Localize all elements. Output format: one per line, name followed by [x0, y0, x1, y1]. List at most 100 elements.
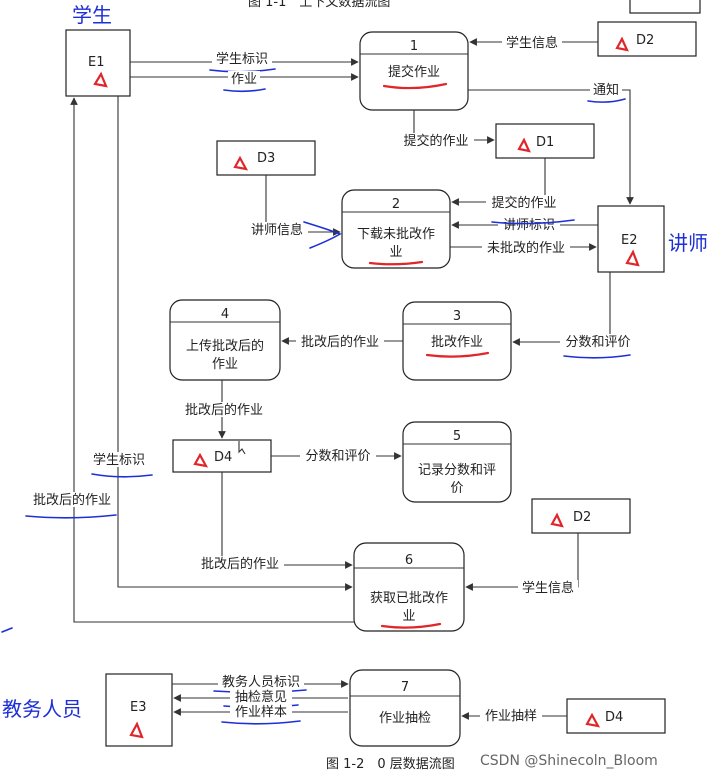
flow-label-e1-p1-homework: 作业 — [228, 71, 260, 87]
svg-text:未批改的作业: 未批改的作业 — [487, 240, 565, 256]
svg-text:作业样本: 作业样本 — [235, 705, 287, 720]
top-caption: 图 1-1 上下文数据流图 — [248, 0, 390, 10]
svg-text:D2: D2 — [573, 510, 591, 525]
flow-label-p2-e2: 未批改的作业 — [482, 240, 570, 256]
svg-text:D1: D1 — [536, 135, 554, 150]
svg-text:价: 价 — [450, 481, 463, 496]
handwritten-label-admin-staff: 教务人员 — [2, 697, 82, 721]
svg-text:讲师标识: 讲师标识 — [503, 218, 555, 233]
svg-text:1: 1 — [410, 39, 418, 54]
flow-label-p7-e3-sample: 作业样本 — [230, 705, 292, 720]
svg-text:分数和评价: 分数和评价 — [565, 335, 630, 350]
svg-text:E3: E3 — [130, 700, 147, 715]
flow-label-e2-p2-lecturer-id: 讲师标识 — [498, 217, 560, 233]
flow-label-d1-p2: 提交的作业 — [486, 195, 562, 211]
svg-text:学生信息: 学生信息 — [522, 580, 574, 596]
store-marker-icon — [517, 137, 531, 153]
process-1: 1 提交作业 — [359, 31, 469, 111]
cut-off-box — [629, 0, 701, 14]
store-marker-icon — [615, 36, 629, 52]
svg-text:抽检意见: 抽检意见 — [235, 689, 287, 705]
flow-label-d4-p5: 分数和评价 — [300, 448, 376, 464]
flow-label-p3-p4: 批改后的作业 — [296, 334, 384, 350]
svg-text:提交作业: 提交作业 — [388, 64, 440, 80]
flow-label-d2-p1: 学生信息 — [502, 35, 562, 51]
flow-label-d4-p6: 批改后的作业 — [196, 556, 284, 572]
store-d2-bottom: D2 — [531, 498, 631, 534]
flow-label-p7-e3-opinion: 抽检意见 — [230, 689, 292, 705]
svg-text:3: 3 — [453, 309, 461, 324]
flow-label-d2-p6: 学生信息 — [518, 580, 578, 596]
process-3: 3 批改作业 — [402, 301, 512, 381]
process-6: 6 获取已批改作 业 — [353, 542, 465, 632]
process-7: 7 作业抽检 — [349, 669, 461, 747]
store-d2-top: D2 — [597, 21, 697, 57]
store-marker-icon — [193, 452, 209, 468]
svg-text:D3: D3 — [257, 151, 275, 166]
svg-text:下载未批改作: 下载未批改作 — [357, 227, 435, 242]
svg-text:提交的作业: 提交的作业 — [491, 195, 556, 211]
svg-text:作业: 作业 — [212, 357, 238, 372]
flow-label-e2-p3: 分数和评价 — [560, 334, 636, 350]
svg-text:获取已批改作: 获取已批改作 — [370, 591, 448, 606]
flow-label-e3-p7-staff-id: 教务人员标识 — [218, 674, 304, 690]
svg-text:学生信息: 学生信息 — [506, 35, 558, 51]
store-marker-icon — [585, 712, 601, 728]
svg-text:批改后的作业: 批改后的作业 — [185, 402, 263, 418]
flow-label-d3-p2: 讲师信息 — [246, 222, 308, 238]
entity-e1: E1 — [65, 29, 131, 97]
bottom-caption: 图 1-2 0 层数据流图 — [326, 757, 455, 772]
store-d3: D3 — [216, 140, 316, 176]
svg-text:作业抽检: 作业抽检 — [379, 711, 431, 726]
svg-text:业: 业 — [389, 245, 402, 260]
entity-marker-icon — [93, 71, 108, 88]
flow-label-p1-e2-notice: 通知 — [590, 82, 622, 98]
store-marker-icon — [550, 512, 564, 528]
svg-text:批改后的作业: 批改后的作业 — [33, 492, 111, 508]
store-d1: D1 — [495, 123, 595, 159]
svg-text:D4: D4 — [605, 710, 623, 725]
flow-label-e1-p6-student-id: 学生标识 — [88, 452, 150, 468]
svg-text:7: 7 — [401, 680, 409, 695]
svg-text:6: 6 — [405, 553, 413, 568]
flow-label-p6-e1: 批改后的作业 — [28, 492, 116, 508]
svg-text:上传批改后的: 上传批改后的 — [186, 338, 264, 354]
svg-text:提交的作业: 提交的作业 — [403, 133, 468, 149]
entity-marker-icon — [625, 249, 640, 267]
svg-text:作业: 作业 — [231, 72, 257, 87]
store-marker-icon — [233, 155, 249, 171]
svg-text:E2: E2 — [621, 233, 638, 248]
entity-e2: E2 — [597, 205, 665, 273]
svg-text:批改作业: 批改作业 — [431, 335, 483, 350]
process-2: 2 下载未批改作 业 — [341, 189, 451, 269]
handwritten-label-lecturer: 讲师 — [668, 231, 708, 255]
svg-text:2: 2 — [392, 197, 400, 212]
store-d4-middle: D4 — [172, 439, 272, 473]
mouse-cursor-icon — [238, 441, 246, 455]
svg-text:通知: 通知 — [593, 82, 619, 98]
svg-text:批改后的作业: 批改后的作业 — [301, 334, 379, 350]
entity-e3: E3 — [105, 673, 173, 747]
svg-text:4: 4 — [221, 307, 229, 322]
flow-label-p1-d1: 提交的作业 — [398, 133, 474, 149]
flow-label-p4-d4: 批改后的作业 — [180, 402, 268, 418]
svg-text:E1: E1 — [88, 55, 105, 70]
svg-text:讲师信息: 讲师信息 — [251, 222, 303, 238]
svg-text:D2: D2 — [636, 33, 654, 48]
process-5: 5 记录分数和评 价 — [402, 421, 512, 503]
svg-text:5: 5 — [453, 429, 461, 444]
store-d4-bottom: D4 — [566, 698, 666, 734]
svg-text:业: 业 — [402, 609, 415, 624]
process-4: 4 上传批改后的 作业 — [169, 299, 281, 381]
handwritten-label-student: 学生 — [72, 3, 112, 27]
watermark: CSDN @Shinecoln_Bloom — [480, 753, 658, 769]
svg-text:作业抽样: 作业抽样 — [485, 709, 537, 724]
svg-text:教务人员标识: 教务人员标识 — [222, 674, 300, 690]
svg-text:学生标识: 学生标识 — [216, 51, 268, 67]
flow-label-e1-p1-student-id: 学生标识 — [212, 51, 272, 67]
flow-label-d4-p7: 作业抽样 — [480, 708, 542, 724]
svg-text:批改后的作业: 批改后的作业 — [201, 556, 279, 572]
svg-text:D4: D4 — [214, 450, 232, 465]
svg-text:分数和评价: 分数和评价 — [305, 449, 370, 464]
